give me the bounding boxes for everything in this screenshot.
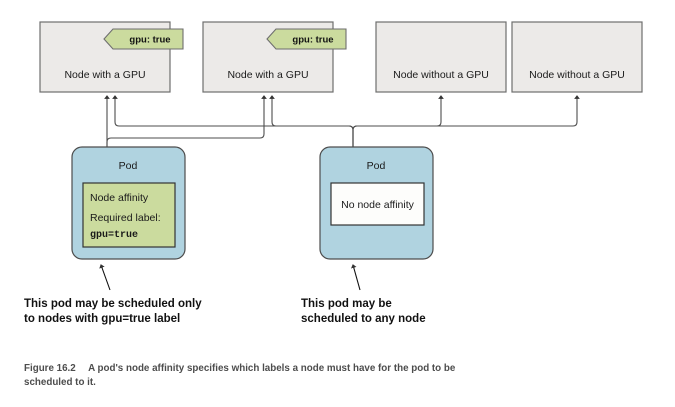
node-label: Node with a GPU (227, 69, 308, 81)
figure-caption: Figure 16.2 A pod's node affinity specif… (24, 363, 456, 388)
no-affinity-spec-box (330, 182, 425, 226)
figure-caption-line-1: A pod's node affinity specifies which la… (88, 363, 456, 374)
gpu-label-tag-1[interactable]: gpu: true (103, 28, 184, 50)
gpu-label-tag-2[interactable]: gpu: true (266, 28, 347, 50)
scheduling-connectors (104, 95, 580, 147)
pod-title: Pod (367, 160, 386, 172)
arrow-podA-to-node2 (106, 95, 267, 147)
annotation-no-affinity-line-1: This pod may be (301, 298, 392, 310)
gpu-tag-text: gpu: true (129, 35, 170, 46)
pod-with-affinity[interactable]: Pod Node affinity Required label: gpu=tr… (71, 146, 186, 260)
node-affinity-spec-box (82, 182, 176, 248)
arrow-podB-to-node1 (112, 95, 354, 147)
leader-line-pod-no-affinity (351, 264, 361, 291)
arrow-podB-to-node2 (269, 95, 354, 147)
annotation-affinity-line-1: This pod may be scheduled only (24, 298, 202, 310)
gpu-tag-text: gpu: true (292, 35, 333, 46)
annotation-no-affinity-line-2: scheduled to any node (301, 313, 426, 325)
no-affinity-line-1: No node affinity (341, 199, 415, 211)
figure-number: Figure 16.2 (24, 363, 76, 374)
node-label: Node without a GPU (529, 69, 625, 81)
figure-caption-line-2: scheduled to it. (24, 377, 96, 388)
node-label: Node with a GPU (64, 69, 145, 81)
node-with-gpu-2[interactable]: Node with a GPU gpu: true (202, 21, 347, 93)
arrow-podB-to-node4 (352, 95, 580, 147)
affinity-line-3: gpu=true (90, 230, 138, 241)
node-with-gpu-1[interactable]: Node with a GPU gpu: true (39, 21, 184, 93)
affinity-line-2: Required label: (90, 212, 161, 224)
svg-text:Figure 16.2 A pod's no: Figure 16.2 A pod's node affinity specif… (24, 363, 456, 374)
node-row: Node with a GPU gpu: true Node with a GP… (39, 21, 643, 93)
pod-without-affinity[interactable]: Pod No node affinity (319, 146, 434, 260)
label-tag-icon (266, 28, 347, 50)
pod-title: Pod (119, 160, 138, 172)
leader-line-pod-affinity (99, 264, 111, 291)
node-label: Node without a GPU (393, 69, 489, 81)
node-without-gpu-1[interactable]: Node without a GPU (375, 21, 507, 93)
pod-row: Pod Node affinity Required label: gpu=tr… (71, 146, 434, 260)
annotation-affinity-line-2: to nodes with gpu=true label (24, 313, 180, 325)
node-without-gpu-2[interactable]: Node without a GPU (511, 21, 643, 93)
annotations: This pod may be scheduled only to nodes … (24, 298, 426, 325)
affinity-line-1: Node affinity (90, 192, 149, 204)
annotation-leaders (99, 264, 361, 291)
label-tag-icon (103, 28, 184, 50)
arrow-podB-to-node3 (352, 95, 444, 147)
